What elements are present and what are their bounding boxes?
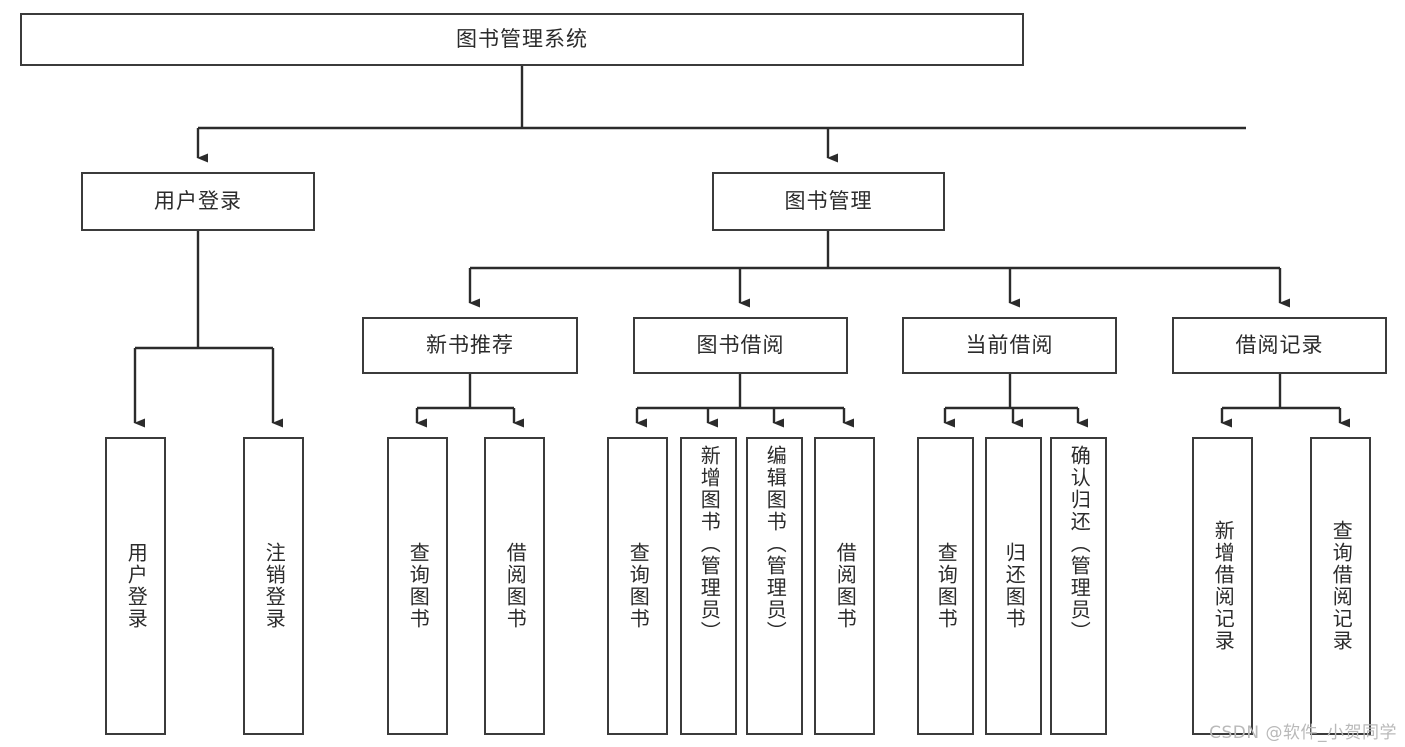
node-book-borrow-label: 图书借阅 <box>696 332 785 357</box>
leaf-user-login[interactable]: 用户登录 <box>105 437 166 735</box>
node-book-management-label: 图书管理 <box>784 188 873 213</box>
node-root-label: 图书管理系统 <box>456 26 588 51</box>
leaf-bb-query-book[interactable]: 查询图书 <box>607 437 668 735</box>
connector-group-book-mgmt <box>468 231 1290 308</box>
leaf-br-add-record[interactable]: 新增借阅记录 <box>1192 437 1253 735</box>
leaf-bb-edit-book-label: 编辑图书（管理员） <box>763 445 788 643</box>
leaf-nbr-borrow-book[interactable]: 借阅图书 <box>484 437 545 735</box>
leaf-bb-edit-book-inner: 编辑图书（管理员） <box>748 445 801 727</box>
leaf-logout[interactable]: 注销登录 <box>243 437 304 735</box>
leaf-cb-confirm-return-inner: 确认归还（管理员） <box>1052 445 1105 727</box>
node-current-borrow[interactable]: 当前借阅 <box>902 317 1117 374</box>
leaf-bb-add-book-inner: 新增图书（管理员） <box>682 445 735 727</box>
connector-group-borrow-record <box>1220 374 1350 428</box>
leaf-br-query-record-inner: 查询借阅记录 <box>1312 445 1369 727</box>
node-book-management[interactable]: 图书管理 <box>712 172 945 231</box>
leaf-cb-return-book-inner: 归还图书 <box>987 445 1040 727</box>
connector-group-book-borrow <box>635 374 854 428</box>
leaf-br-add-record-label: 新增借阅记录 <box>1211 520 1236 652</box>
node-borrow-record-label: 借阅记录 <box>1235 332 1324 357</box>
connector-group-root <box>196 66 1246 163</box>
leaf-nbr-borrow-book-inner: 借阅图书 <box>486 445 543 727</box>
leaf-bb-borrow-book-label: 借阅图书 <box>833 542 858 630</box>
node-root[interactable]: 图书管理系统 <box>20 13 1024 66</box>
leaf-user-login-inner: 用户登录 <box>107 445 164 727</box>
node-current-borrow-label: 当前借阅 <box>965 332 1054 357</box>
leaf-br-query-record[interactable]: 查询借阅记录 <box>1310 437 1371 735</box>
leaf-bb-add-book[interactable]: 新增图书（管理员） <box>680 437 737 735</box>
leaf-bb-borrow-book[interactable]: 借阅图书 <box>814 437 875 735</box>
leaf-logout-label: 注销登录 <box>262 542 287 630</box>
node-new-book-recommend-label: 新书推荐 <box>426 332 514 357</box>
leaf-cb-query-book[interactable]: 查询图书 <box>917 437 974 735</box>
leaf-user-login-label: 用户登录 <box>124 542 149 630</box>
node-new-book-recommend[interactable]: 新书推荐 <box>362 317 578 374</box>
leaf-nbr-borrow-book-label: 借阅图书 <box>503 542 528 630</box>
connector-group-new-book-rec <box>415 374 524 428</box>
leaf-bb-query-book-label: 查询图书 <box>626 542 651 630</box>
connector-group-current-borrow <box>943 374 1088 428</box>
node-borrow-record[interactable]: 借阅记录 <box>1172 317 1387 374</box>
leaf-logout-inner: 注销登录 <box>245 445 302 727</box>
leaf-bb-borrow-book-inner: 借阅图书 <box>816 445 873 727</box>
connector-group-user-login <box>133 231 283 428</box>
node-user-login[interactable]: 用户登录 <box>81 172 315 231</box>
leaf-cb-query-book-label: 查询图书 <box>934 542 959 630</box>
leaf-nbr-query-book-inner: 查询图书 <box>389 445 446 727</box>
leaf-nbr-query-book[interactable]: 查询图书 <box>387 437 448 735</box>
leaf-br-query-record-label: 查询借阅记录 <box>1329 520 1354 652</box>
leaf-cb-confirm-return-label: 确认归还（管理员） <box>1067 445 1092 643</box>
leaf-cb-confirm-return[interactable]: 确认归还（管理员） <box>1050 437 1107 735</box>
leaf-bb-edit-book[interactable]: 编辑图书（管理员） <box>746 437 803 735</box>
leaf-cb-return-book[interactable]: 归还图书 <box>985 437 1042 735</box>
leaf-bb-add-book-label: 新增图书（管理员） <box>697 445 722 643</box>
node-book-borrow[interactable]: 图书借阅 <box>633 317 848 374</box>
leaf-bb-query-book-inner: 查询图书 <box>609 445 666 727</box>
leaf-nbr-query-book-label: 查询图书 <box>406 542 431 630</box>
leaf-cb-query-book-inner: 查询图书 <box>919 445 972 727</box>
leaf-br-add-record-inner: 新增借阅记录 <box>1194 445 1251 727</box>
node-user-login-label: 用户登录 <box>154 188 242 213</box>
leaf-cb-return-book-label: 归还图书 <box>1002 542 1027 630</box>
